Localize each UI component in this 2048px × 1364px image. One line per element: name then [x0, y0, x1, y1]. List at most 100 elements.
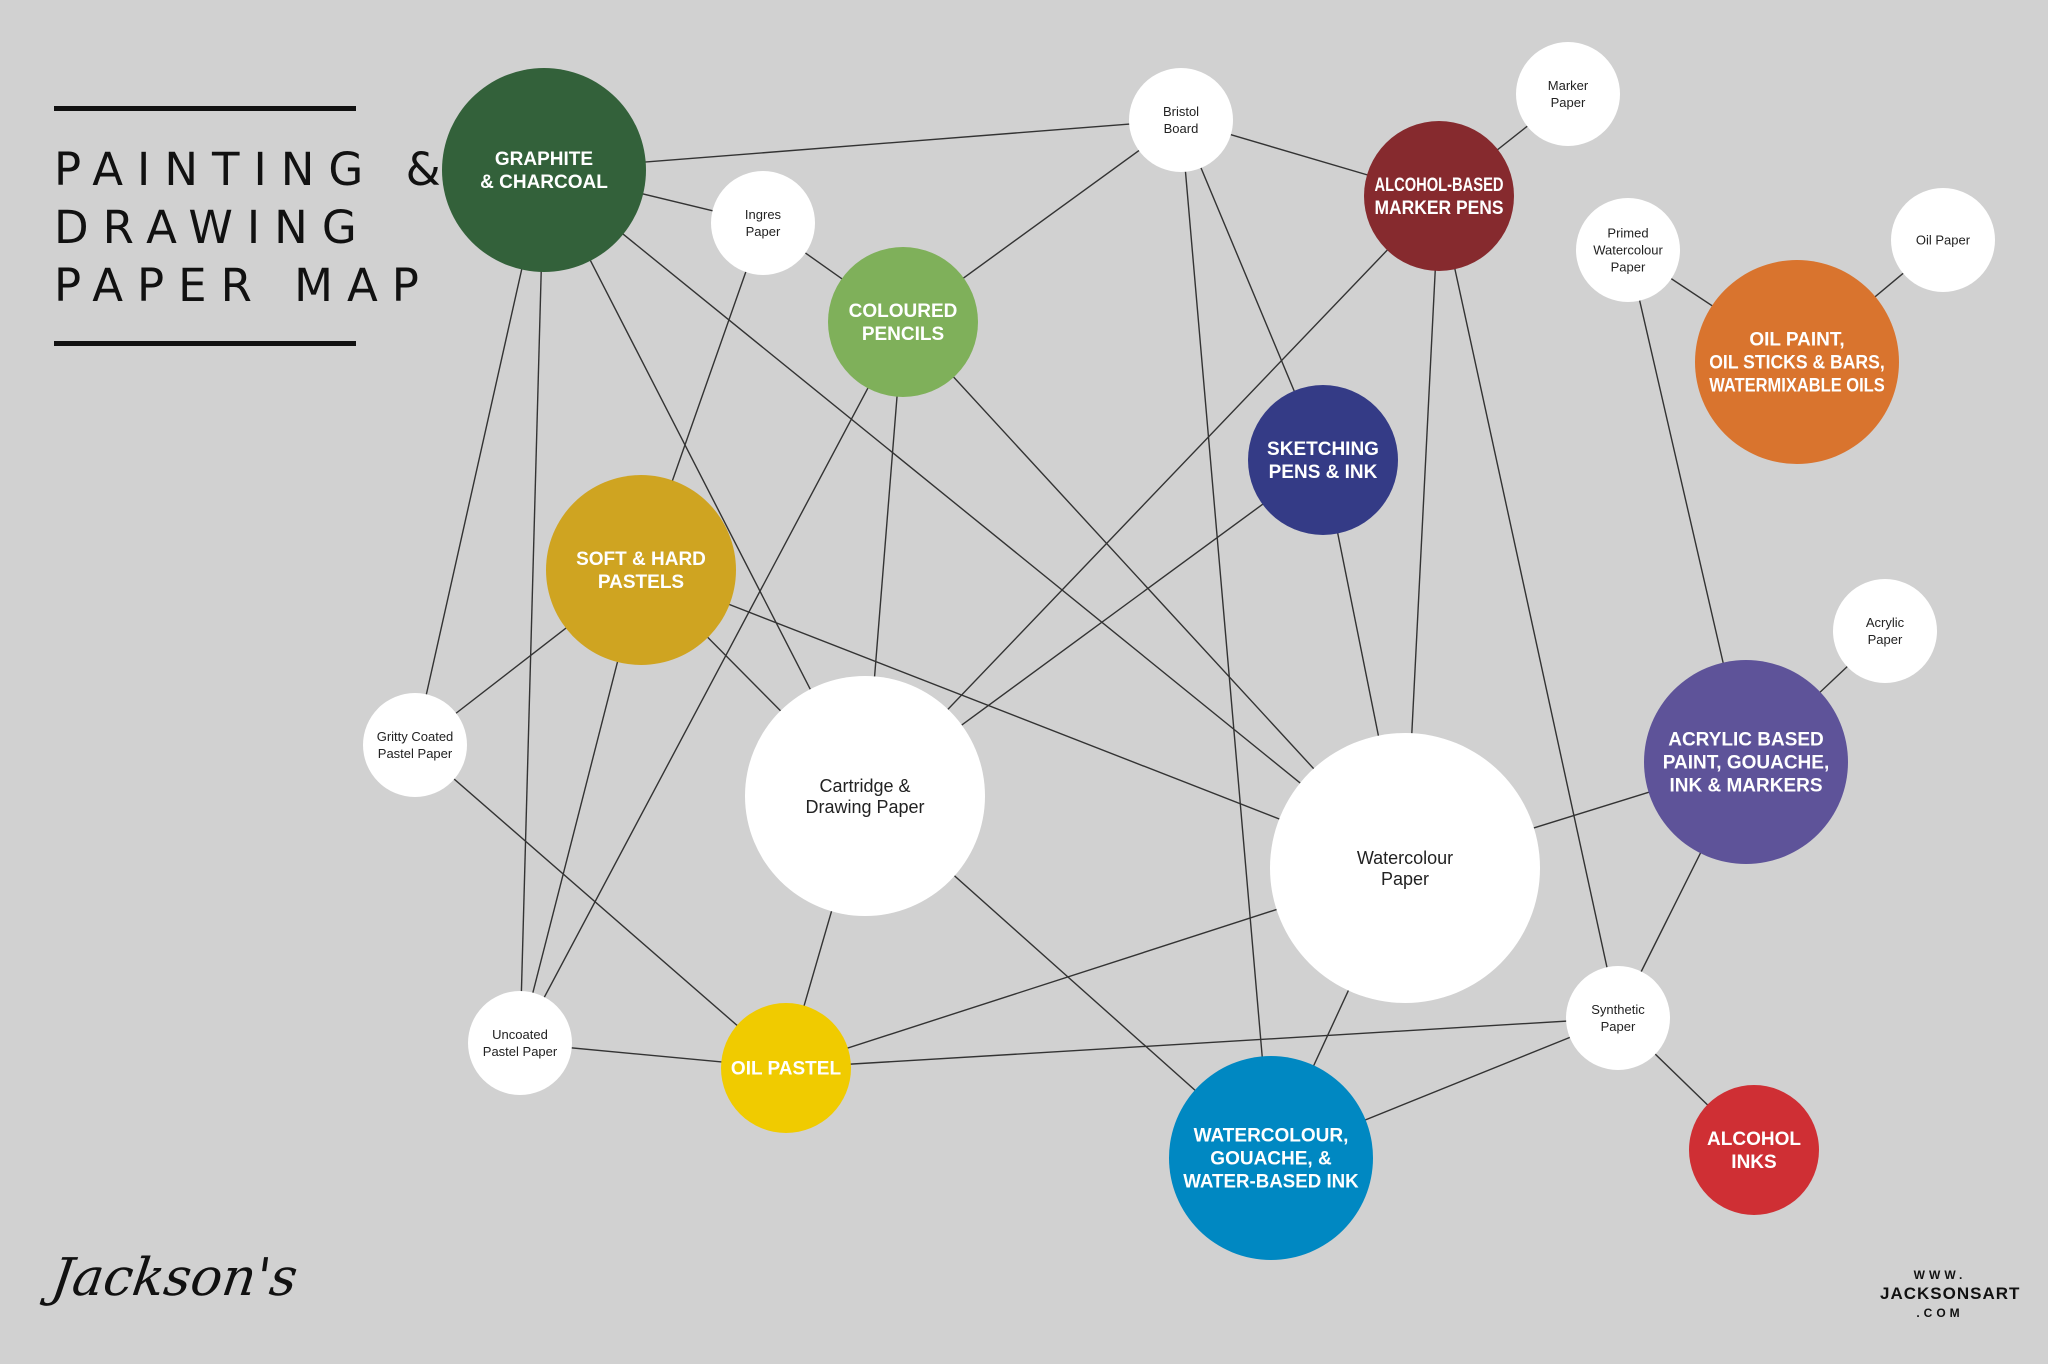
edge-bristol-watercolour-ink	[1180, 119, 1272, 1159]
edge-alcohol-markers-synthetic	[1438, 195, 1619, 1019]
node-label-watercolour-paper-1: Paper	[1381, 869, 1429, 889]
node-circle-oil-pastel	[721, 1003, 851, 1133]
node-circle-sketching-pens	[1248, 385, 1398, 535]
node-label-gritty-1: Pastel Paper	[378, 746, 453, 761]
edge-coloured-pencils-uncoated	[519, 321, 904, 1044]
node-oil-pastel: OIL PASTEL	[721, 1003, 851, 1133]
node-label-uncoated-1: Pastel Paper	[483, 1044, 558, 1059]
node-circle-primed-wc	[1576, 198, 1680, 302]
node-circle-cartridge	[745, 676, 985, 916]
edge-alcohol-markers-cartridge	[864, 195, 1440, 797]
edge-gritty-oil-pastel	[414, 744, 787, 1069]
node-label-primed-wc-2: Paper	[1611, 260, 1646, 275]
node-circle-acrylic	[1644, 660, 1848, 864]
node-label-watercolour-ink-2: WATER-BASED INK	[1183, 1172, 1359, 1193]
node-label-cartridge-0: Cartridge &	[819, 776, 910, 796]
node-label-oil-paint-1: OIL STICKS & BARS,	[1709, 353, 1884, 374]
node-label-synthetic-1: Paper	[1601, 1019, 1636, 1034]
node-label-oil-paint-0: OIL PAINT,	[1749, 330, 1844, 351]
node-graphite: GRAPHITE& CHARCOAL	[442, 68, 646, 272]
node-label-acrylic-paper-1: Paper	[1868, 632, 1903, 647]
node-oil-paper: Oil Paper	[1891, 188, 1995, 292]
website-badge: WWW. JACKSONSART .COM	[1880, 1268, 2021, 1320]
node-label-oil-paper-0: Oil Paper	[1916, 233, 1971, 248]
node-label-acrylic-2: INK & MARKERS	[1669, 776, 1822, 797]
node-label-oil-paint-2: WATERMIXABLE OILS	[1709, 376, 1884, 397]
node-circle-synthetic	[1566, 966, 1670, 1070]
node-label-marker-paper-1: Paper	[1551, 95, 1586, 110]
node-circle-oil-paint	[1695, 260, 1899, 464]
node-label-graphite-0: GRAPHITE	[495, 149, 593, 170]
node-label-marker-paper-0: Marker	[1548, 78, 1589, 93]
node-label-pastels-0: SOFT & HARD	[576, 549, 706, 570]
node-oil-paint: OIL PAINT,OIL STICKS & BARS,WATERMIXABLE…	[1695, 260, 1899, 464]
edge-graphite-bristol	[543, 119, 1182, 171]
edge-graphite-uncoated	[519, 169, 545, 1044]
node-label-ingres-0: Ingres	[745, 207, 782, 222]
node-label-sketching-pens-1: PENS & INK	[1269, 462, 1378, 483]
node-label-bristol-0: Bristol	[1163, 104, 1199, 119]
node-circle-acrylic-paper	[1833, 579, 1937, 683]
edge-pastels-watercolour-paper	[640, 569, 1406, 869]
node-label-graphite-1: & CHARCOAL	[480, 172, 608, 193]
node-circle-watercolour-ink	[1169, 1056, 1373, 1260]
node-circle-alcohol-markers	[1364, 121, 1514, 271]
edge-graphite-watercolour-paper	[543, 169, 1406, 869]
node-circle-ingres	[711, 171, 815, 275]
node-label-watercolour-paper-0: Watercolour	[1357, 848, 1453, 868]
node-circle-bristol	[1129, 68, 1233, 172]
node-label-sketching-pens-0: SKETCHING	[1267, 439, 1379, 460]
node-circle-gritty	[363, 693, 467, 797]
node-label-watercolour-ink-1: GOUACHE, &	[1210, 1149, 1332, 1170]
node-label-alcohol-markers-1: MARKER PENS	[1375, 198, 1504, 219]
node-label-ingres-1: Paper	[746, 224, 781, 239]
node-label-uncoated-0: Uncoated	[492, 1027, 548, 1042]
title-top-rule	[54, 106, 356, 111]
node-circle-coloured-pencils	[828, 247, 978, 397]
node-label-coloured-pencils-1: PENCILS	[862, 324, 944, 345]
node-circle-graphite	[442, 68, 646, 272]
node-circle-oil-paper	[1891, 188, 1995, 292]
node-label-gritty-0: Gritty Coated	[377, 729, 454, 744]
edge-oil-pastel-synthetic	[785, 1017, 1619, 1069]
node-circle-watercolour-paper	[1270, 733, 1540, 1003]
node-label-watercolour-ink-0: WATERCOLOUR,	[1194, 1126, 1349, 1147]
node-cartridge: Cartridge &Drawing Paper	[745, 676, 985, 916]
node-label-coloured-pencils-0: COLOURED	[849, 301, 958, 322]
website-badge-top: WWW.	[1913, 1268, 1967, 1282]
node-circle-pastels	[546, 475, 736, 665]
node-circle-uncoated	[468, 991, 572, 1095]
title-bottom-rule	[54, 341, 356, 346]
node-label-acrylic-paper-0: Acrylic	[1866, 615, 1905, 630]
node-label-primed-wc-0: Primed	[1607, 226, 1648, 241]
node-label-alcohol-inks-1: INKS	[1731, 1152, 1776, 1173]
node-label-acrylic-0: ACRYLIC BASED	[1668, 730, 1824, 751]
node-label-alcohol-markers-0: ALCOHOL-BASED	[1375, 175, 1504, 196]
node-label-bristol-1: Board	[1164, 121, 1199, 136]
node-label-cartridge-1: Drawing Paper	[805, 797, 924, 817]
node-circle-alcohol-inks	[1689, 1085, 1819, 1215]
node-label-pastels-1: PASTELS	[598, 572, 684, 593]
node-label-acrylic-1: PAINT, GOUACHE,	[1663, 753, 1829, 774]
website-badge-name: JACKSONSART	[1880, 1284, 2021, 1303]
jacksons-logo: Jackson's	[47, 1248, 302, 1308]
node-watercolour-ink: WATERCOLOUR,GOUACHE, &WATER-BASED INK	[1169, 1056, 1373, 1260]
node-circle-marker-paper	[1516, 42, 1620, 146]
